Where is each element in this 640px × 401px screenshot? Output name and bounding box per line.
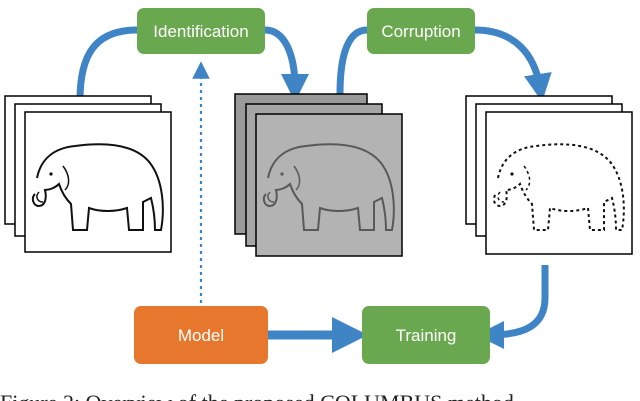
model-label: Model	[178, 326, 224, 345]
training-node: Training	[362, 306, 490, 364]
model-box	[134, 306, 268, 364]
identification-box	[137, 8, 265, 54]
training-label: Training	[396, 326, 457, 345]
identification-node: Identification	[137, 8, 265, 54]
training-box	[362, 306, 490, 364]
saliency-image-stack	[234, 93, 403, 257]
model-node: Model	[134, 306, 268, 364]
corruption-label: Corruption	[381, 22, 460, 41]
figure-caption: Figure 2: Overview of the proposed COLUM…	[0, 390, 514, 401]
corrupted-image-stack	[465, 95, 633, 255]
arrow-input-to-identification	[76, 26, 138, 101]
input-image-stack	[4, 95, 172, 253]
arrow-saliency-to-corruption	[336, 26, 368, 95]
identification-label: Identification	[153, 22, 248, 41]
arrow-output-to-training	[476, 265, 549, 349]
arrow-corruption-to-output	[474, 26, 552, 102]
corruption-node: Corruption	[367, 8, 475, 54]
corruption-box	[367, 8, 475, 54]
arrow-identification-to-saliency	[264, 26, 309, 102]
